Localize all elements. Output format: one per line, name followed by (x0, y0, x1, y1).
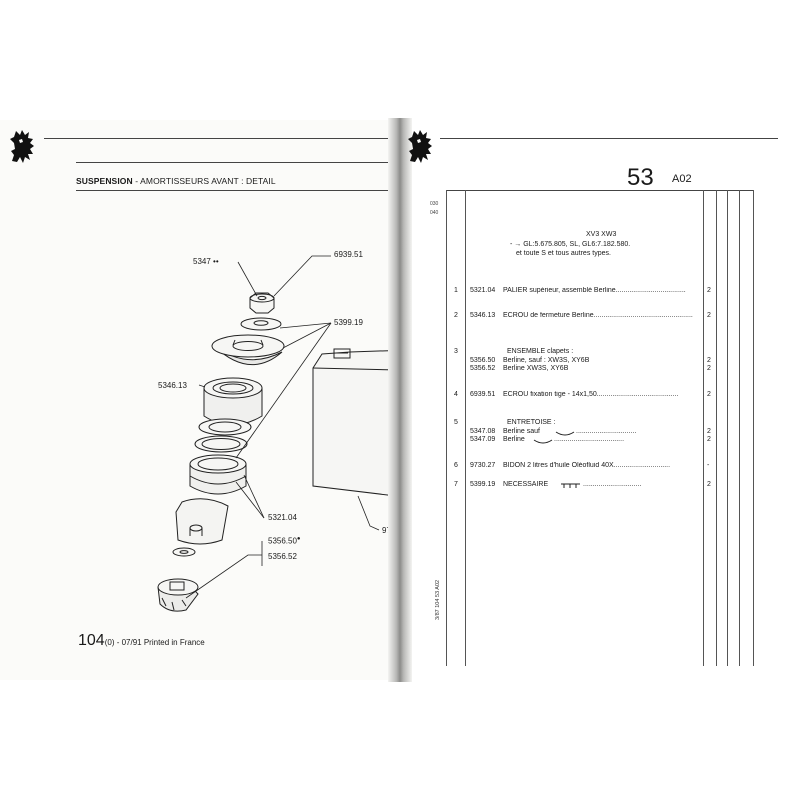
item-number: 7 (454, 481, 458, 488)
part-damper-body (175, 498, 229, 545)
item-ref: 5399.19 (470, 481, 496, 488)
callout-5346-13: 5346.13 (158, 381, 187, 390)
item-desc: NECESSAIRE (503, 481, 549, 488)
item-number: 5 (454, 419, 458, 426)
item-qty: 2 (707, 357, 711, 364)
item-qty: 2 (707, 436, 711, 443)
item-qty: 2 (707, 312, 711, 319)
item-qty: 2 (707, 365, 711, 372)
kit-symbol-icon (561, 483, 580, 488)
table-left-border (446, 190, 447, 666)
book-gutter (388, 118, 412, 682)
left-header-rule-bottom (76, 190, 388, 191)
item-ref: 5356.52 (470, 365, 496, 372)
item-desc: Berline, sauf : XW3S, XY6B (503, 357, 590, 364)
item-qty: 2 (707, 391, 711, 398)
section-number: 53 (627, 164, 654, 191)
item-desc: ECROU de fermeture Berline..............… (503, 312, 693, 319)
margin-code: 040 (430, 210, 439, 216)
item-number: 6 (454, 462, 458, 469)
item-dots: ............................... (576, 428, 637, 435)
table-col-divider (727, 190, 728, 666)
item-ref: 5356.50 (470, 357, 496, 364)
table-col-divider (716, 190, 717, 666)
table-col-divider (739, 190, 740, 666)
item-qty: 2 (707, 428, 711, 435)
item-number: 3 (454, 348, 458, 355)
spacer-symbol-icon (555, 431, 575, 436)
item-qty: 2 (707, 481, 711, 488)
item-desc: ECROU fixation tige - 14x1,50...........… (503, 391, 679, 398)
part-valve-assembly (157, 578, 199, 612)
part-closing-nut (203, 377, 263, 426)
part-valve-washer (172, 547, 196, 557)
page-footer: 104(0) - 07/91 Printed in France (78, 632, 205, 649)
callout-6939-51: 6939.51 (334, 250, 363, 259)
item-desc: PALIER supérieur, assemblé Berline......… (503, 287, 686, 294)
table-right-border (753, 190, 754, 666)
margin-code: 030 (430, 201, 439, 207)
callout-5356-52: 5356.52 (268, 552, 297, 561)
item-ref: 5347.08 (470, 428, 496, 435)
lion-logo-icon (408, 130, 432, 163)
spacer-symbol-icon (533, 439, 553, 444)
side-code: 3/87 104 53 A02 (435, 579, 441, 620)
callout-5321-04: 5321.04 (268, 513, 297, 522)
part-nut-6939-51 (249, 292, 275, 314)
item-number: 4 (454, 391, 458, 398)
item-desc: BIDON 2 litres d'huile Oléofluid 40X....… (503, 462, 671, 469)
table-top-rule (446, 190, 754, 191)
item-dots: .................................... (554, 436, 625, 443)
table-col-divider (703, 190, 704, 666)
part-seal (198, 418, 252, 436)
item-ref: 5321.04 (470, 287, 496, 294)
left-top-rule (44, 138, 388, 139)
applicability-models: XV3 XW3 (586, 231, 617, 238)
part-cup-washer (211, 334, 285, 365)
item-dots: .............................. (583, 481, 642, 488)
item-qty: 2 (707, 287, 711, 294)
table-col-divider (465, 190, 466, 666)
item-ref: 5347.09 (470, 436, 496, 443)
part-washer-small (240, 317, 282, 331)
page-title: SUSPENSION - AMORTISSEURS AVANT : DETAIL (76, 176, 276, 186)
item-number: 1 (454, 287, 458, 294)
item-heading: ENTRETOISE : (507, 419, 556, 426)
right-page (400, 120, 800, 680)
left-header-rule-top (76, 162, 388, 163)
item-desc: Berline (503, 436, 525, 443)
part-upper-bearing (189, 454, 247, 495)
item-ref: 5346.13 (470, 312, 496, 319)
part-ring (194, 435, 248, 453)
item-desc: Berline XW3S, XY6B (503, 365, 569, 372)
applicability-serials: - → GL:5.675.805, SL, GL6:7.182.580. (510, 241, 631, 248)
callout-5347: 5347 •• (193, 257, 219, 266)
item-ref: 6939.51 (470, 391, 496, 398)
item-desc: Berline sauf (503, 428, 540, 435)
item-heading: ENSEMBLE clapets : (507, 348, 574, 355)
item-qty: - (707, 462, 710, 469)
section-code: A02 (672, 173, 692, 185)
item-number: 2 (454, 312, 458, 319)
item-ref: 9730.27 (470, 462, 496, 469)
lion-logo-icon (10, 130, 34, 163)
callout-5356-50: 5356.50● (268, 536, 301, 546)
applicability-other: et toute S et tous autres types. (516, 250, 611, 257)
right-top-rule (440, 138, 778, 139)
callout-5399-19: 5399.19 (334, 318, 363, 327)
